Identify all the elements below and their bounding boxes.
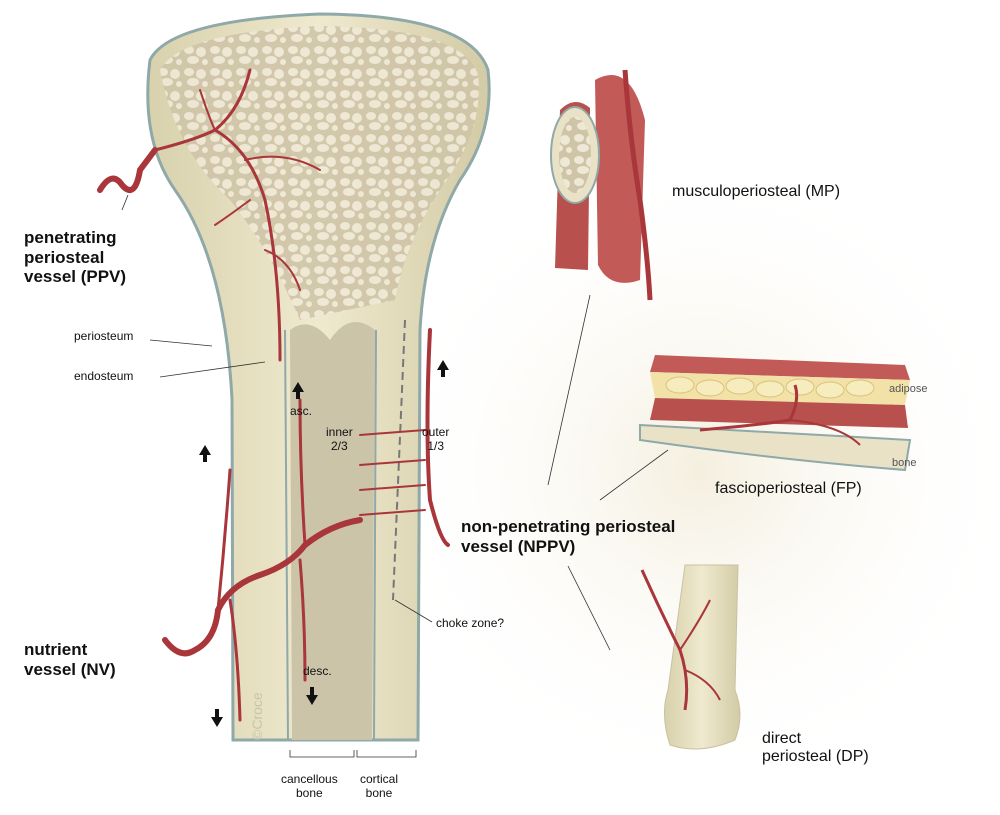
arrow-down-icon [211, 717, 223, 727]
background-glow [370, 150, 1000, 790]
fascioperiosteal-label: fascioperiosteal (FP) [715, 480, 862, 497]
endosteum-line-right [373, 329, 377, 741]
ppv-label: penetrating periosteal vessel (PPV) [24, 228, 127, 287]
musculoperiosteal-label: musculoperiosteal (MP) [672, 183, 841, 200]
vessel-network [97, 68, 450, 722]
cortical-bone-label: cortical bone [360, 772, 399, 800]
arrow-up-icon [437, 360, 449, 370]
inner-two-thirds-label: inner 2/3 [326, 425, 353, 453]
endosteum-label: endosteum [74, 369, 134, 383]
outer-one-third-label: outer 1/3 [422, 425, 450, 453]
nutrient-vessel-label: nutrient vessel (NV) [24, 640, 116, 679]
copyright-mark: ©Croce [249, 692, 265, 740]
direct-periosteal-label: direct periosteal (DP) [762, 730, 869, 766]
fascioperiosteal-inset [639, 355, 912, 472]
trabecular-head [160, 26, 479, 320]
arrow-down-icon [306, 695, 318, 705]
nppv-label: non-penetrating periosteal vessel (NPPV) [461, 517, 676, 556]
periosteum-label: periosteum [74, 329, 134, 343]
arrow-up-icon [199, 445, 211, 455]
leader-lines [121, 194, 669, 758]
endosteum-line [284, 329, 289, 741]
asc-label: asc. [290, 404, 313, 418]
arrow-up-icon [292, 382, 304, 392]
adipose-label: adipose [889, 383, 928, 395]
bone-label: bone [892, 457, 917, 469]
musculoperiosteal-inset [550, 69, 653, 301]
direct-periosteal-inset [640, 564, 741, 750]
choke-zone-label: choke zone? [436, 616, 505, 630]
flow-arrows [199, 360, 449, 727]
cancellous-bone-label: cancellous bone [281, 772, 338, 800]
desc-label: desc. [303, 664, 332, 678]
choke-zone-line [392, 319, 406, 601]
